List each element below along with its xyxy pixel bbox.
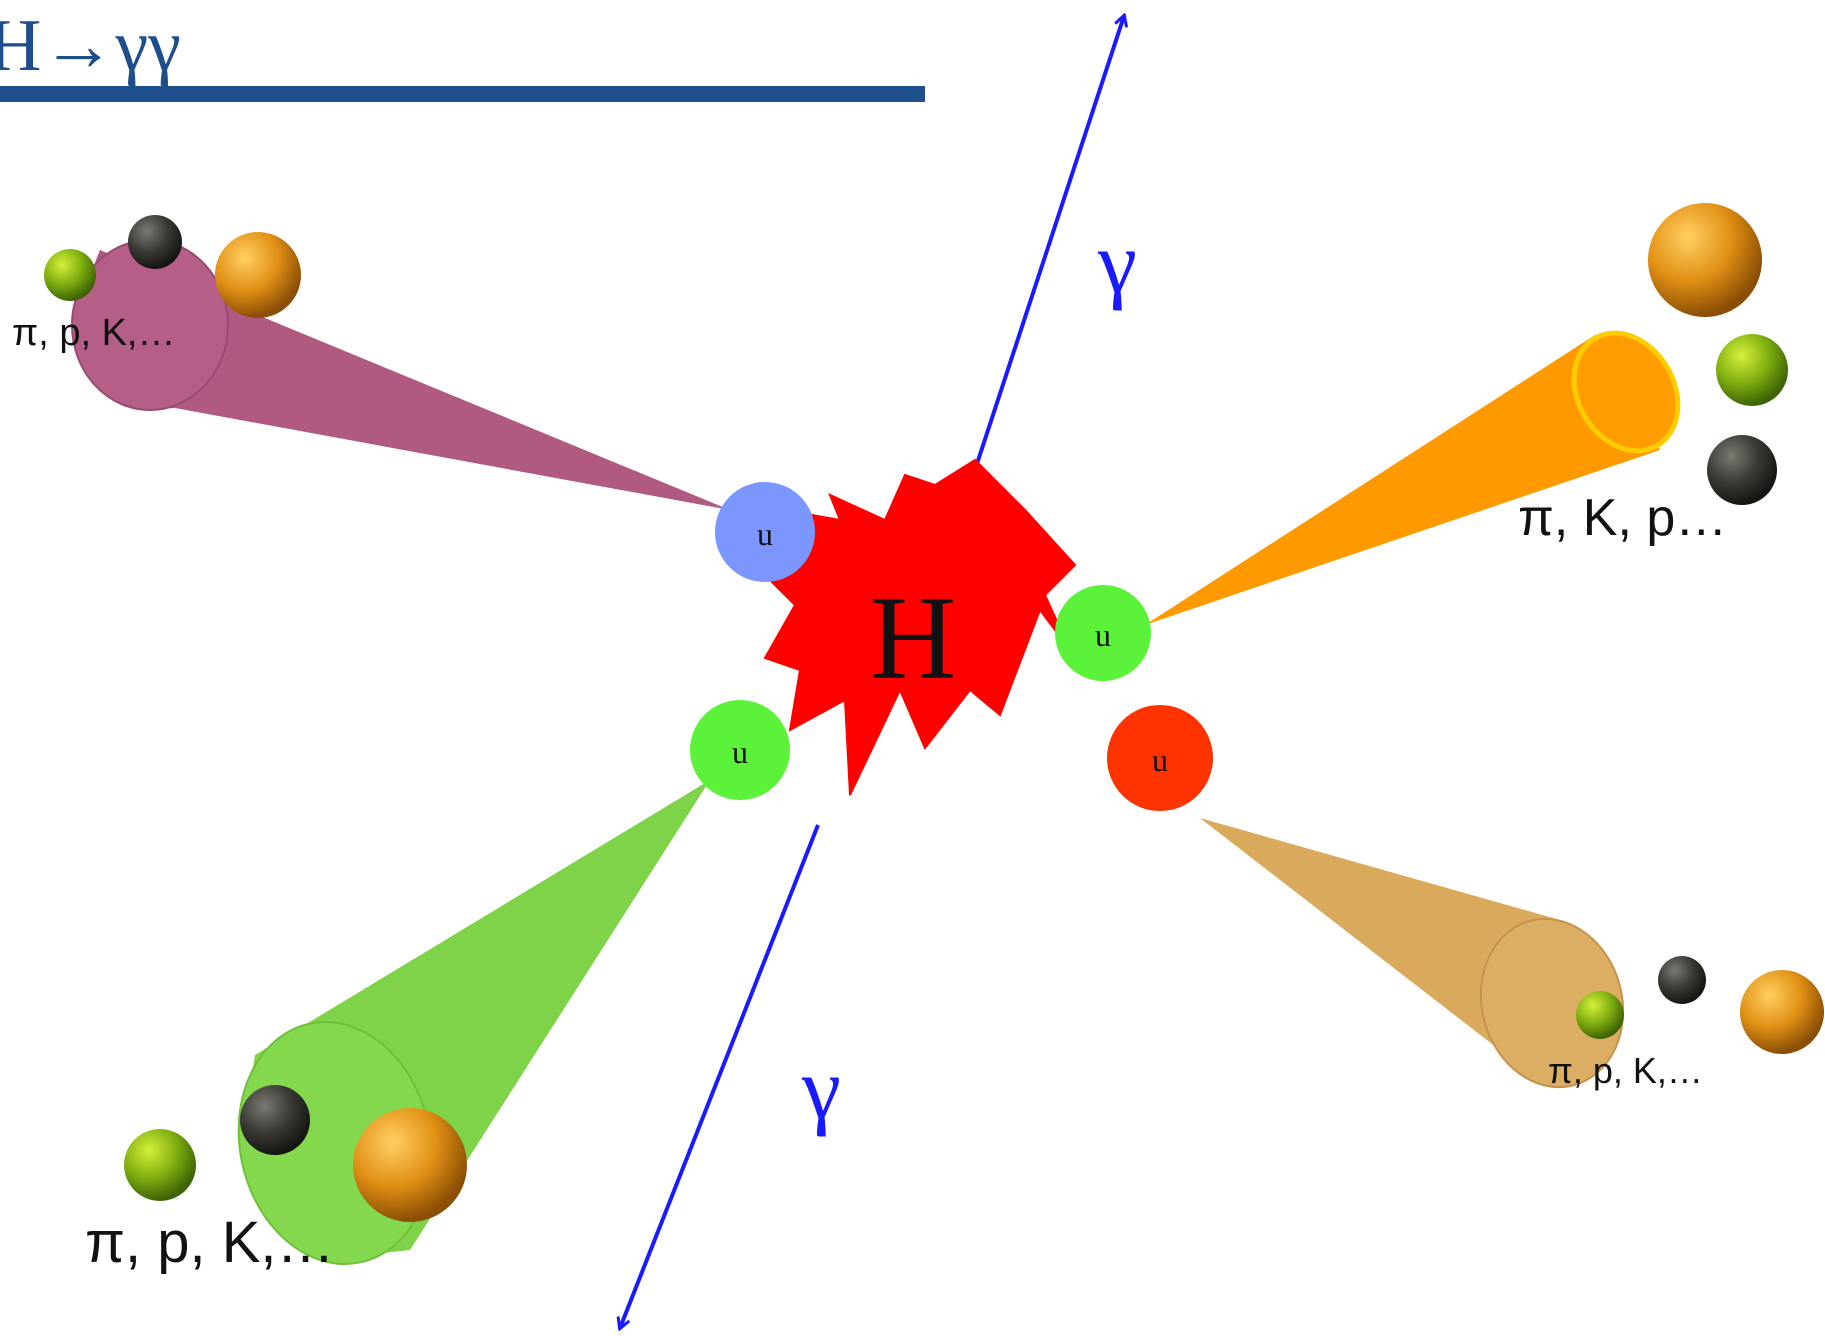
quark-label: u (757, 516, 773, 552)
title-underline (0, 86, 925, 102)
hadron-orange (353, 1108, 467, 1222)
quark-circle (690, 700, 790, 800)
hadron-green (44, 249, 96, 301)
higgs-burst: H (763, 458, 1077, 796)
photon-upper-label: γ (1097, 215, 1137, 312)
photon-lower-label: γ (801, 1041, 841, 1138)
hadron-orange (215, 232, 301, 318)
jet-base-lower-right (1479, 917, 1625, 1089)
photon-lower: γ (620, 824, 841, 1328)
page-title: H→γγ (0, 5, 181, 87)
hadron-green (1576, 991, 1624, 1039)
quark-label: u (732, 734, 748, 770)
quark-lower-right: u (1107, 705, 1213, 811)
jet-upper-right: π, K, p… (1145, 203, 1788, 625)
quark-label: u (1152, 742, 1168, 778)
hadron-green (124, 1129, 196, 1201)
jet-particles-label: π, p, K,… (12, 312, 176, 354)
jet-cone-upper-right (1145, 335, 1660, 625)
jet-lower-right: π, p, K,… (1200, 818, 1824, 1091)
quark-circle (1055, 585, 1151, 681)
quark-circle (1107, 705, 1213, 811)
jet-upper-left: π, p, K,… (12, 215, 730, 510)
jet-lower-left: π, p, K,… (85, 780, 710, 1275)
hadron-orange (1648, 203, 1762, 317)
hadron-dark (1707, 435, 1777, 505)
title-group: H→γγ (0, 5, 925, 102)
jet-base-upper-right (1571, 330, 1681, 454)
photon-upper: γ (968, 16, 1137, 486)
quark-label: u (1095, 617, 1111, 653)
higgs-label: H (870, 571, 957, 704)
quark-lower-left: u (690, 700, 790, 800)
hadron-dark (240, 1085, 310, 1155)
jet-particles-label: π, K, p… (1518, 489, 1727, 547)
photon-upper-arrow (968, 16, 1124, 486)
quark-upper-left: u (715, 482, 815, 582)
quark-right: u (1055, 585, 1151, 681)
quark-circle (715, 482, 815, 582)
hadron-orange (1740, 970, 1824, 1054)
jet-particles-label: π, p, K,… (85, 1210, 335, 1275)
hadron-dark (128, 215, 182, 269)
hadron-green (1716, 334, 1788, 406)
hadron-dark (1658, 956, 1706, 1004)
photon-lower-arrow (620, 824, 820, 1328)
jet-particles-label: π, p, K,… (1548, 1050, 1703, 1091)
